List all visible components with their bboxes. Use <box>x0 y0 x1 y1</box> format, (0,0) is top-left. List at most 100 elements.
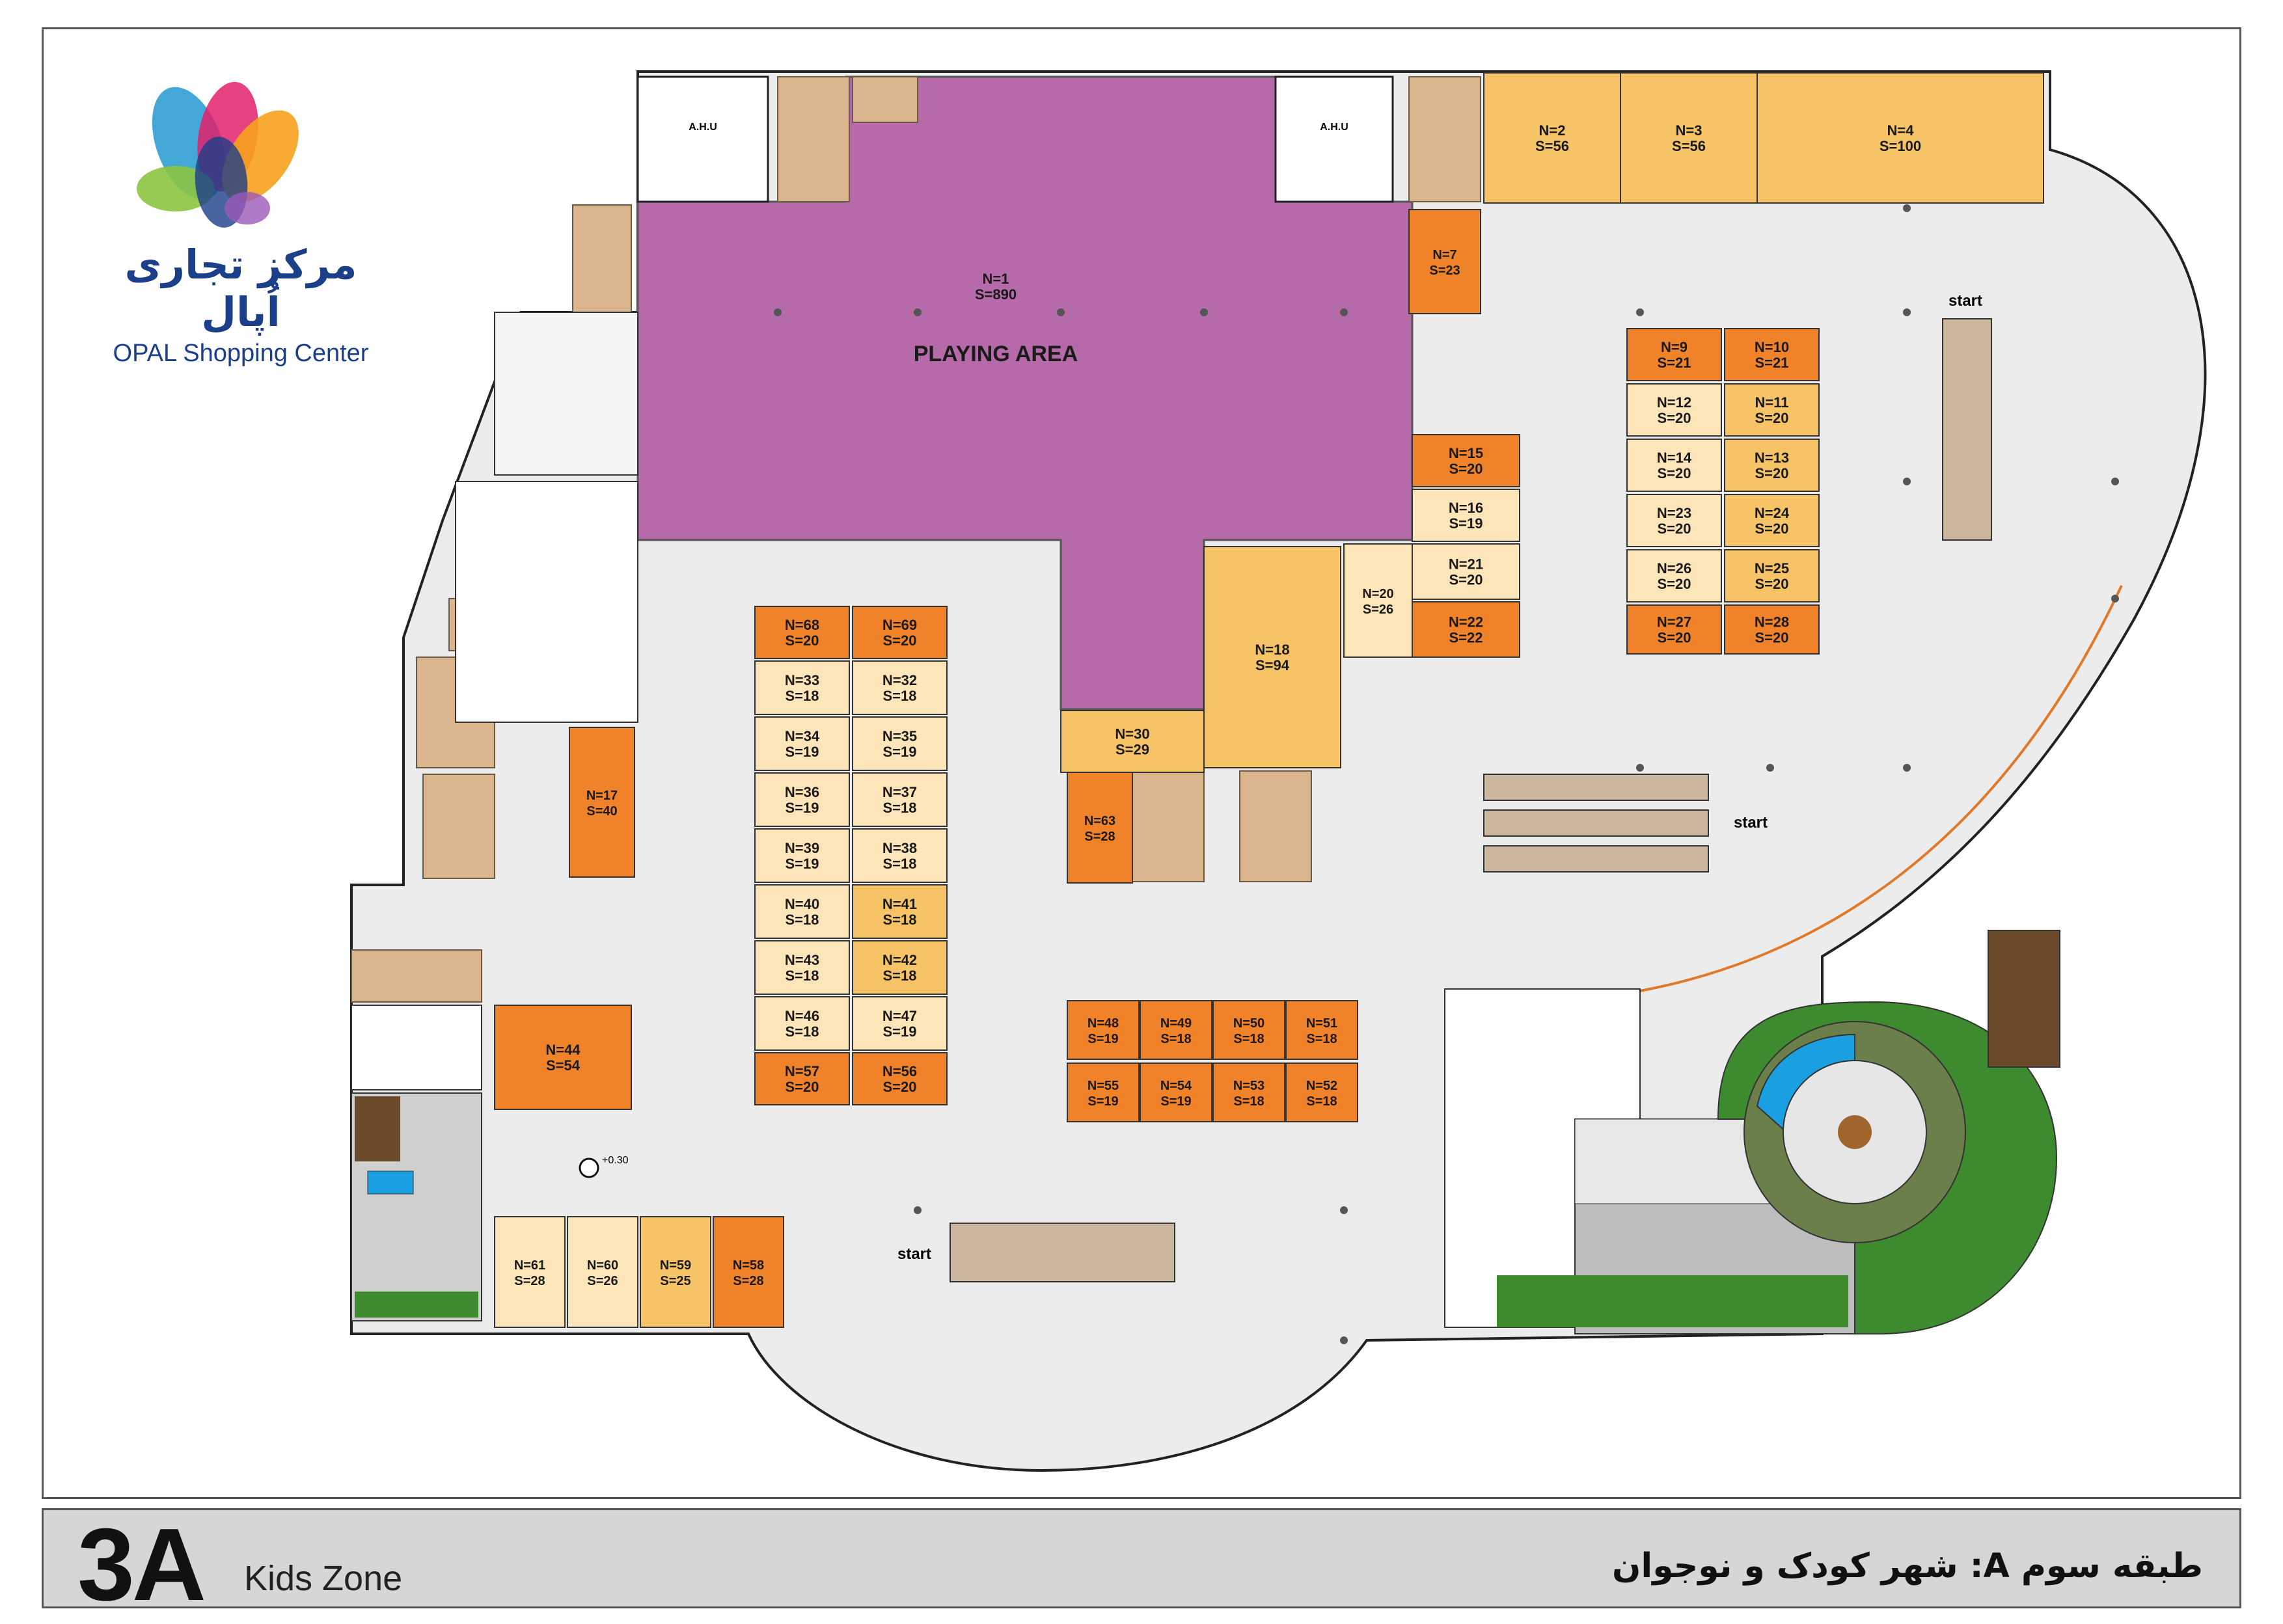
unit-size: S=19 <box>786 856 819 872</box>
shop-unit[interactable]: N=4S=100 <box>1757 72 2044 204</box>
shop-unit[interactable]: N=15S=20 <box>1412 434 1520 487</box>
shop-unit[interactable]: N=49S=18 <box>1140 1000 1212 1060</box>
unit-number: N=1 <box>983 271 1009 287</box>
shop-unit[interactable]: N=69S=20 <box>852 606 948 659</box>
shop-unit[interactable]: N=44S=54 <box>494 1005 632 1110</box>
shop-unit[interactable]: N=2S=56 <box>1483 72 1621 204</box>
shop-unit[interactable]: N=25S=20 <box>1724 549 1820 602</box>
shop-unit[interactable]: N=22S=22 <box>1412 601 1520 658</box>
unit-size: S=20 <box>1755 521 1789 537</box>
unit-size: S=20 <box>1449 572 1483 588</box>
shop-unit[interactable]: N=9S=21 <box>1626 328 1722 381</box>
shop-unit-area <box>1140 1000 1212 1060</box>
shop-unit-area <box>1212 1062 1285 1122</box>
unit-size: S=18 <box>883 688 917 704</box>
unit-size: S=20 <box>786 632 819 649</box>
shop-unit[interactable]: N=17S=40 <box>569 727 635 878</box>
shop-unit[interactable]: N=46S=18 <box>754 996 850 1051</box>
shop-unit[interactable]: N=59S=25 <box>640 1216 711 1328</box>
unit-number: N=28 <box>1755 614 1789 630</box>
shop-unit-area <box>1757 72 2044 204</box>
unit-size: S=56 <box>1535 138 1569 154</box>
shop-unit-area <box>1724 604 1820 655</box>
shop-unit[interactable]: N=20S=26 <box>1343 543 1413 658</box>
unit-size: S=20 <box>1658 410 1691 426</box>
unit-size: S=28 <box>514 1274 545 1288</box>
shop-unit[interactable]: N=11S=20 <box>1724 383 1820 437</box>
shop-unit[interactable]: N=39S=19 <box>754 828 850 883</box>
shop-unit[interactable]: N=21S=20 <box>1412 543 1520 600</box>
shop-unit[interactable]: N=56S=20 <box>852 1052 948 1105</box>
shop-unit[interactable]: N=7S=23 <box>1408 209 1481 314</box>
shop-unit-area <box>1412 489 1520 542</box>
unit-size: S=20 <box>1658 521 1691 537</box>
unit-number: N=11 <box>1755 394 1789 411</box>
terrace-hedge <box>355 1292 478 1318</box>
footer-bar: 3A Kids Zone طبقه سوم A: شهر کودک و نوجو… <box>42 1508 2241 1622</box>
shop-unit[interactable]: N=24S=20 <box>1724 494 1820 547</box>
unit-number: N=42 <box>882 952 917 968</box>
shop-unit-area <box>1626 383 1722 437</box>
shop-unit-area <box>852 660 948 715</box>
shop-unit[interactable]: N=52S=18 <box>1285 1062 1358 1122</box>
unit-size: S=26 <box>587 1274 618 1288</box>
shop-unit[interactable]: N=34S=19 <box>754 716 850 771</box>
shop-unit[interactable]: N=10S=21 <box>1724 328 1820 381</box>
unit-size: S=19 <box>883 744 917 760</box>
shop-unit[interactable]: N=57S=20 <box>754 1052 850 1105</box>
unit-size: S=19 <box>1087 1094 1118 1109</box>
shop-unit[interactable]: N=36S=19 <box>754 772 850 827</box>
shop-unit[interactable]: N=28S=20 <box>1724 604 1820 655</box>
shop-unit[interactable]: N=1S=890 <box>975 271 1017 303</box>
shop-unit[interactable]: N=68S=20 <box>754 606 850 659</box>
shop-unit[interactable]: N=58S=28 <box>713 1216 784 1328</box>
void-garden <box>494 312 638 476</box>
shop-unit[interactable]: N=60S=26 <box>567 1216 638 1328</box>
shop-unit[interactable]: N=37S=18 <box>852 772 948 827</box>
shop-unit[interactable]: N=14S=20 <box>1626 439 1722 492</box>
shop-unit[interactable]: N=54S=19 <box>1140 1062 1212 1122</box>
shop-unit[interactable]: N=30S=29 <box>1060 710 1205 773</box>
unit-number: N=46 <box>785 1008 819 1024</box>
shop-unit-area <box>754 660 850 715</box>
unit-size: S=21 <box>1658 355 1691 371</box>
brand-block: مرکز تجاری اُپال OPAL Shopping Center <box>98 241 384 368</box>
shop-unit[interactable]: N=26S=20 <box>1626 549 1722 602</box>
shop-unit-area <box>1067 772 1133 884</box>
floor-title-fa: طبقه سوم A: شهر کودک و نوجوان <box>1611 1547 2203 1586</box>
shop-unit[interactable]: N=43S=18 <box>754 940 850 995</box>
toilets-block <box>455 481 638 723</box>
unit-size: S=890 <box>975 286 1017 303</box>
shop-unit[interactable]: N=18S=94 <box>1203 546 1341 768</box>
shop-unit[interactable]: N=42S=18 <box>852 940 948 995</box>
shop-unit[interactable]: N=16S=19 <box>1412 489 1520 542</box>
unit-number: N=52 <box>1306 1079 1337 1093</box>
shop-unit[interactable]: N=51S=18 <box>1285 1000 1358 1060</box>
shop-unit-area <box>1412 543 1520 600</box>
unit-number: N=10 <box>1755 339 1789 355</box>
shop-unit[interactable]: N=3S=56 <box>1620 72 1758 204</box>
unit-size: S=18 <box>1306 1094 1337 1109</box>
shop-unit[interactable]: N=35S=19 <box>852 716 948 771</box>
shop-unit[interactable]: N=61S=28 <box>494 1216 566 1328</box>
shop-unit[interactable]: N=47S=19 <box>852 996 948 1051</box>
shop-unit[interactable]: N=63S=28 <box>1067 772 1133 884</box>
shop-unit[interactable]: N=38S=18 <box>852 828 948 883</box>
shop-unit[interactable]: N=53S=18 <box>1212 1062 1285 1122</box>
shop-unit[interactable]: N=50S=18 <box>1212 1000 1285 1060</box>
shop-unit[interactable]: N=12S=20 <box>1626 383 1722 437</box>
shop-unit[interactable]: N=32S=18 <box>852 660 948 715</box>
shop-unit[interactable]: N=13S=20 <box>1724 439 1820 492</box>
shop-unit-area <box>1626 604 1722 655</box>
shop-unit[interactable]: N=48S=19 <box>1067 1000 1140 1060</box>
shop-unit[interactable]: N=41S=18 <box>852 884 948 939</box>
shop-unit[interactable]: N=55S=19 <box>1067 1062 1140 1122</box>
shop-unit[interactable]: N=27S=20 <box>1626 604 1722 655</box>
unit-size: S=18 <box>786 1023 819 1040</box>
unit-size: S=20 <box>1755 410 1789 426</box>
shop-unit[interactable]: N=23S=20 <box>1626 494 1722 547</box>
shop-unit[interactable]: N=40S=18 <box>754 884 850 939</box>
shop-unit[interactable]: N=33S=18 <box>754 660 850 715</box>
unit-size: S=20 <box>1449 461 1483 477</box>
playing-area-label: PLAYING AREA <box>914 342 1078 366</box>
